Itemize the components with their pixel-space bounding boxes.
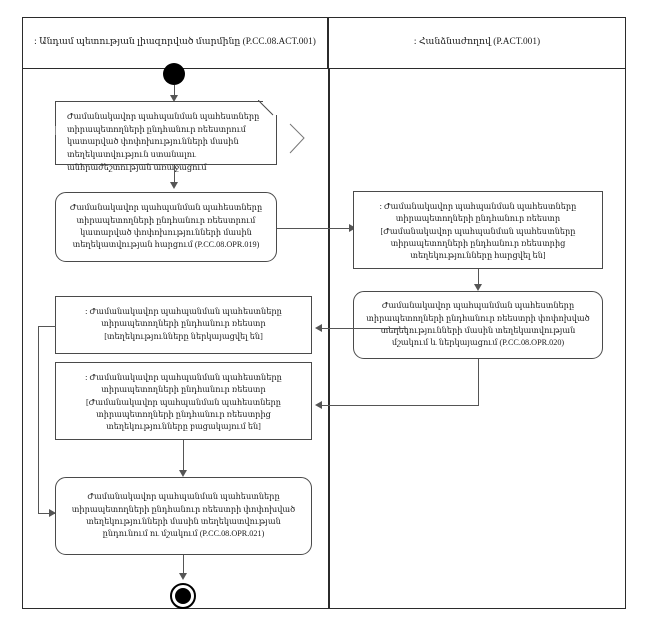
action-receive-021[interactable]: Ժամանակավոր պահպանման պահեստները տիրապետ… [55, 477, 312, 555]
note-fold-icon [258, 100, 274, 116]
flow-start-to-note [174, 85, 175, 97]
action-receive-021-label: Ժամանակավոր պահպանման պահեստները տիրապետ… [71, 492, 296, 539]
note-anchor-left [55, 126, 56, 135]
arrowhead-start-to-note [170, 95, 178, 102]
lane-header-left-label: : Անդամ պետության լիազորված մարմինը (P.C… [34, 37, 316, 48]
loop-bottom-segment [38, 513, 56, 514]
arrowhead-object-requested-to-process [474, 284, 482, 291]
loop-top-segment [38, 326, 56, 327]
object-node-absent[interactable]: : Ժամանակավոր պահպանման պահեստները տիրապ… [55, 362, 312, 440]
object-node-requested[interactable]: : Ժամանակավոր պահպանման պահեստները տիրապ… [353, 191, 603, 269]
lane-header-left: : Անդամ պետության լիազորված մարմինը (P.C… [22, 17, 328, 69]
flow-request-to-object-requested [277, 228, 351, 229]
flow-note-to-request [174, 165, 175, 184]
flow-submitted-to-receive [183, 440, 184, 472]
flow-process-to-submitted [322, 328, 407, 329]
object-node-submitted[interactable]: : Ժամանակավոր պահպանման պահեստները տիրապ… [55, 296, 312, 354]
object-node-submitted-label: : Ժամանակավոր պահպանման պահեստները տիրապ… [85, 307, 282, 341]
arrowhead-process-to-submitted [315, 324, 322, 332]
note-chevron-icon [289, 123, 305, 154]
flow-process-to-absent-drop [478, 359, 479, 405]
loop-vertical-segment [38, 326, 39, 513]
arrowhead-loop-to-receive [49, 509, 56, 517]
action-request-019[interactable]: Ժամանակավոր պահպանման պահեստները տիրապետ… [55, 192, 277, 262]
action-process-020[interactable]: Ժամանակավոր պահպանման պահեստները տիրապետ… [353, 291, 603, 359]
object-node-requested-label: : Ժամանակավոր պահպանման պահեստները տիրապ… [379, 202, 577, 261]
final-node-core [175, 588, 191, 604]
flow-process-to-absent-run [322, 405, 479, 406]
note-trigger: Ժամանակավոր պահպանման պահեստները տիրապետ… [55, 100, 277, 172]
arrowhead-note-to-request [170, 182, 178, 189]
lane-header-right-label: : Հանձնաժողով (P.ACT.001) [413, 37, 541, 48]
action-request-019-label: Ժամանակավոր պահպանման պահեստները տիրապետ… [69, 203, 263, 250]
note-text: Ժամանակավոր պահպանման պահեստները տիրապետ… [67, 112, 260, 172]
initial-node [163, 63, 185, 85]
lane-header-right: : Հանձնաժողով (P.ACT.001) [328, 17, 626, 69]
arrowhead-request-to-object-requested [349, 224, 356, 232]
flow-receive-to-final [183, 555, 184, 576]
lane-divider [328, 69, 330, 609]
arrowhead-process-to-absent [315, 401, 322, 409]
object-node-absent-label: : Ժամանակավոր պահպանման պահեստները տիրապ… [85, 373, 282, 432]
arrowhead-receive-to-final [179, 573, 187, 580]
arrowhead-submitted-to-receive [179, 470, 187, 477]
flow-object-requested-to-process [478, 269, 479, 286]
action-process-020-label: Ժամանակավոր պահպանման պահեստները տիրապետ… [366, 301, 590, 348]
